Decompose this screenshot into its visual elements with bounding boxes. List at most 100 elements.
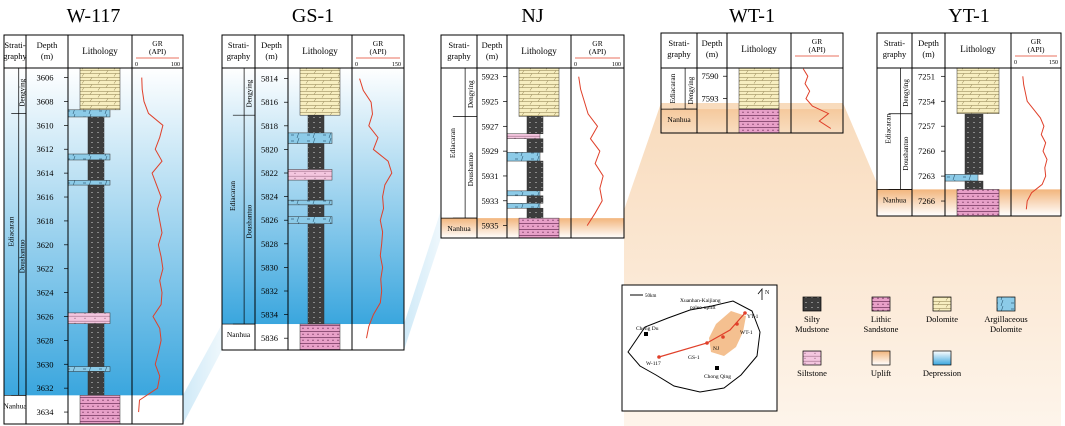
depth-label: 5927 bbox=[482, 121, 499, 131]
system-label: Ediacaran bbox=[6, 216, 15, 246]
header-lithology: Lithology bbox=[302, 46, 338, 56]
header-stratigraphy: Strati- bbox=[4, 40, 25, 50]
depth-label: 5818 bbox=[261, 121, 278, 131]
litho-sandstone bbox=[79, 395, 121, 425]
well-gs-1: GS-1Strati-graphyDepth(m)LithologyGR(API… bbox=[221, 5, 405, 351]
depth-label: 3628 bbox=[37, 335, 54, 345]
formation-label: Dengying bbox=[18, 78, 26, 106]
litho-argdol bbox=[287, 132, 333, 144]
header-gr: GR bbox=[152, 39, 162, 48]
litho-dolomite bbox=[79, 67, 121, 111]
litho-mudstone bbox=[526, 160, 544, 192]
litho-argdol bbox=[287, 199, 333, 206]
header-stratigraphy: Strati- bbox=[884, 38, 905, 48]
base-label: Nanhua bbox=[447, 224, 471, 233]
header-stratigraphy: Strati- bbox=[448, 40, 469, 50]
depth-label: 5828 bbox=[261, 239, 278, 249]
depth-label: 3616 bbox=[37, 192, 54, 202]
gr-curve bbox=[1022, 76, 1048, 210]
well-dot-nj bbox=[721, 335, 725, 339]
north-arrow-icon bbox=[757, 287, 763, 300]
litho-mudstone bbox=[526, 138, 544, 153]
legend-swatch-mudstone bbox=[802, 296, 822, 312]
gr-scale-min: 0 bbox=[355, 62, 358, 68]
depth-label: 5826 bbox=[261, 215, 278, 225]
depth-label: 3620 bbox=[37, 240, 54, 250]
litho-mudstone bbox=[307, 179, 325, 201]
header-gr: (API) bbox=[1027, 45, 1045, 54]
well-title: GS-1 bbox=[292, 5, 334, 27]
well-wt-1: WT-1Strati-graphyDepth(m)LithologyGR(API… bbox=[660, 5, 844, 134]
well-columns: W-117Strati-graphyDepth(m)LithologyGR(AP… bbox=[3, 5, 1062, 425]
depth-label: 5935 bbox=[482, 221, 499, 231]
litho-argdol bbox=[67, 153, 111, 161]
depth-label: 5816 bbox=[261, 97, 278, 107]
city-label-chengdu: Cheng Du bbox=[636, 326, 659, 332]
header-gr: (API) bbox=[369, 47, 387, 56]
gr-curve bbox=[802, 68, 832, 129]
depth-label: 3622 bbox=[37, 264, 54, 274]
legend-swatch-siltstone bbox=[802, 350, 822, 366]
map-frame bbox=[621, 284, 778, 412]
legend-swatch-depression bbox=[932, 350, 952, 366]
header-gr: GR bbox=[812, 37, 822, 46]
litho-dolomite bbox=[956, 67, 1000, 114]
gr-scale-max: 100 bbox=[612, 62, 621, 68]
correlation-band bbox=[183, 324, 222, 424]
gr-scale-max: 150 bbox=[1049, 60, 1058, 66]
map-label-w117: W-117 bbox=[646, 361, 661, 367]
gr-curve bbox=[359, 78, 393, 339]
litho-sandstone bbox=[518, 217, 560, 239]
litho-siltstone bbox=[67, 312, 111, 324]
header-stratigraphy: graphy bbox=[3, 51, 27, 61]
header-lithology: Lithology bbox=[82, 46, 118, 56]
depth-label: 7266 bbox=[918, 196, 935, 206]
system-label: Ediacaran bbox=[884, 113, 893, 143]
header-stratigraphy: Strati- bbox=[668, 38, 689, 48]
legend-swatch-dolomite bbox=[932, 296, 952, 312]
litho-siltstone bbox=[287, 169, 333, 181]
system-label: Ediacaran bbox=[448, 128, 457, 158]
header-stratigraphy: graphy bbox=[667, 49, 691, 59]
gr-scale-max: 100 bbox=[171, 62, 180, 68]
well-frame bbox=[876, 32, 1062, 217]
header-stratigraphy: Strati- bbox=[228, 40, 249, 50]
depth-label: 5923 bbox=[482, 72, 499, 82]
header-gr: GR bbox=[592, 39, 602, 48]
map-label-wt1: WT-1 bbox=[740, 330, 753, 336]
header-depth: Depth bbox=[261, 40, 283, 50]
legend-label-sandstone: Lithic bbox=[871, 314, 892, 324]
well-yt-1: YT-1Strati-graphyDepth(m)LithologyGR(API… bbox=[876, 5, 1062, 217]
litho-sandstone bbox=[299, 323, 341, 351]
base-label: Nanhua bbox=[667, 115, 691, 124]
base-label: Nanhua bbox=[3, 401, 27, 410]
formation-label: Dengying bbox=[687, 76, 695, 104]
litho-mudstone bbox=[526, 207, 544, 219]
litho-dolomite bbox=[738, 67, 780, 110]
well-title: YT-1 bbox=[948, 5, 989, 27]
base-label: Nanhua bbox=[883, 195, 907, 204]
litho-mudstone bbox=[307, 143, 325, 170]
litho-argdol bbox=[506, 152, 541, 162]
litho-sandstone bbox=[956, 189, 1000, 217]
litho-siltstone bbox=[506, 133, 541, 139]
depth-label: 3630 bbox=[37, 359, 54, 369]
header-depth: (m) bbox=[706, 49, 718, 59]
system-label: Ediacaran bbox=[228, 181, 237, 211]
map-label-nj: NJ bbox=[713, 346, 720, 352]
formation-label: Dengying bbox=[467, 80, 475, 108]
well-section-line bbox=[658, 312, 746, 358]
header-gr: GR bbox=[373, 39, 383, 48]
header-depth: (m) bbox=[265, 51, 277, 61]
depth-label: 5814 bbox=[261, 74, 279, 84]
gr-scale-max: 150 bbox=[392, 62, 401, 68]
system-label: Ediacaran bbox=[668, 73, 677, 103]
header-depth: Depth bbox=[37, 40, 59, 50]
header-lithology: Lithology bbox=[741, 44, 777, 54]
legend-label-mudstone: Silty bbox=[804, 314, 821, 324]
litho-argdol bbox=[67, 180, 111, 186]
litho-mudstone bbox=[87, 371, 105, 396]
litho-mudstone bbox=[964, 113, 984, 175]
header-depth: Depth bbox=[702, 38, 724, 48]
